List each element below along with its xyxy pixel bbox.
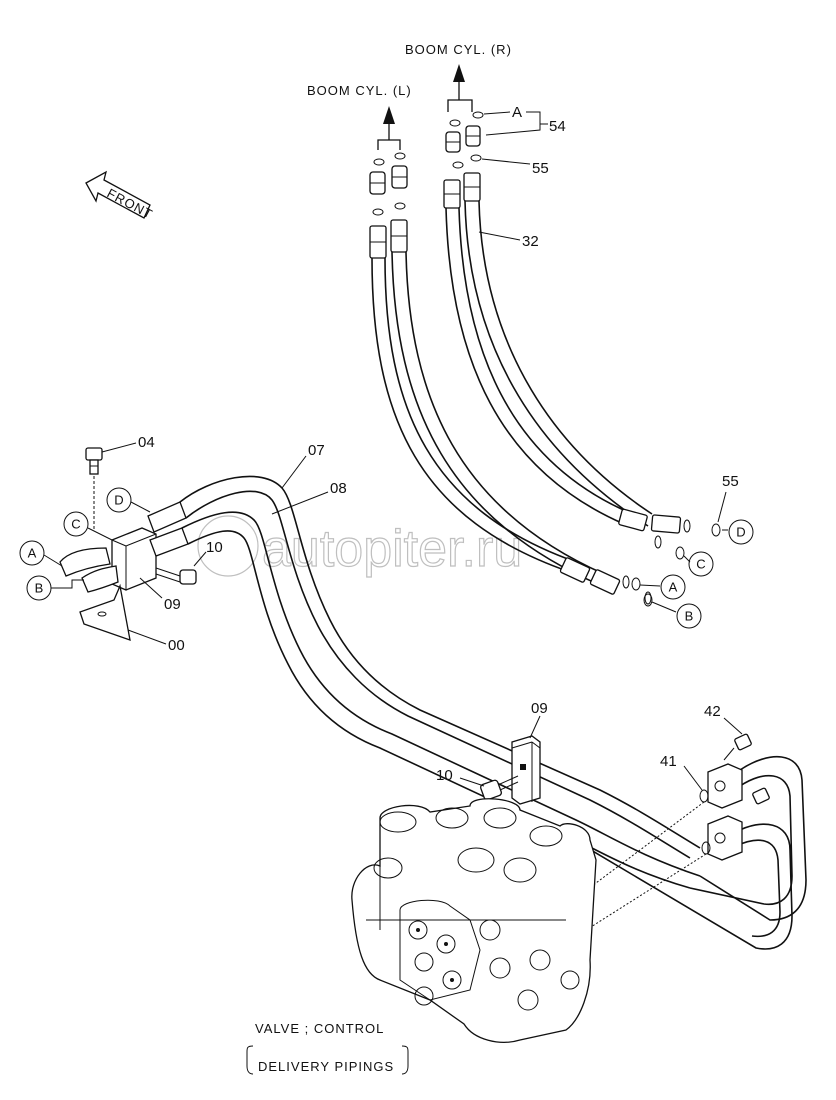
hose-ends-right [443, 172, 481, 209]
bolt-42-icon [723, 733, 770, 805]
part-number-55-top: 55 [532, 160, 549, 177]
connection-a-top-callout: A [483, 104, 548, 136]
part-number-09-center: 09 [531, 700, 548, 717]
part-number-10-center: 10 [436, 767, 453, 784]
bolt-04-icon [85, 447, 103, 475]
part-number-10-left: 10 [206, 539, 223, 556]
arrow-up-left-icon [377, 106, 401, 150]
connection-letter-a-top: A [512, 104, 522, 121]
hose-assemblies [371, 200, 653, 586]
caption-line-1: VALVE ; CONTROL [255, 1021, 384, 1036]
bolt-10-center-icon [480, 775, 519, 801]
flange-lower [707, 815, 743, 861]
part-number-41: 41 [660, 753, 677, 770]
part-number-55-right: 55 [722, 473, 739, 490]
connection-letter-b-right: B [685, 609, 694, 624]
hose-end-fittings-right [559, 508, 691, 605]
connection-letter-c-right: C [696, 557, 705, 572]
connection-letter-d-left: D [114, 493, 123, 508]
delivery-pipes [179, 475, 701, 889]
part-number-04: 04 [138, 434, 155, 451]
part-number-42: 42 [704, 703, 721, 720]
fitting-group-left [369, 152, 408, 216]
connection-letter-c-left: C [71, 517, 80, 532]
mounting-bracket [59, 527, 157, 641]
control-valve [351, 798, 597, 1043]
connection-letter-b-left: B [35, 581, 44, 596]
pipe-clamp-09 [511, 735, 541, 805]
front-label: FRONT [105, 185, 156, 222]
connection-letter-a-left: A [28, 546, 37, 561]
part-number-07: 07 [308, 442, 325, 459]
part-number-08: 08 [330, 480, 347, 497]
connection-letter-a-right: A [669, 580, 678, 595]
arrow-up-right-icon [447, 64, 473, 112]
part-number-54: 54 [549, 118, 566, 135]
pipe-stubs-left [147, 501, 189, 557]
part-number-32: 32 [522, 233, 539, 250]
loop-pipes [563, 756, 807, 950]
flange-upper [707, 763, 743, 809]
bolt-10-left-icon [155, 567, 197, 585]
boom-cyl-left-label: BOOM CYL. (L) [307, 83, 412, 98]
watermark-text: autopiter.ru [262, 520, 522, 578]
fitting-group-right [445, 111, 484, 169]
connection-letter-d-right: D [736, 525, 745, 540]
caption: VALVE ; CONTROL DELIVERY PIPINGS [246, 1021, 409, 1075]
hose-ends-left [369, 219, 408, 259]
boom-cyl-right-label: BOOM CYL. (R) [405, 42, 512, 57]
caption-line-2: DELIVERY PIPINGS [258, 1059, 394, 1074]
front-arrow-icon: FRONT [85, 170, 156, 222]
watermark: autopiter.ru [197, 515, 523, 579]
part-number-09-left: 09 [164, 596, 181, 613]
part-number-00: 00 [168, 637, 185, 654]
